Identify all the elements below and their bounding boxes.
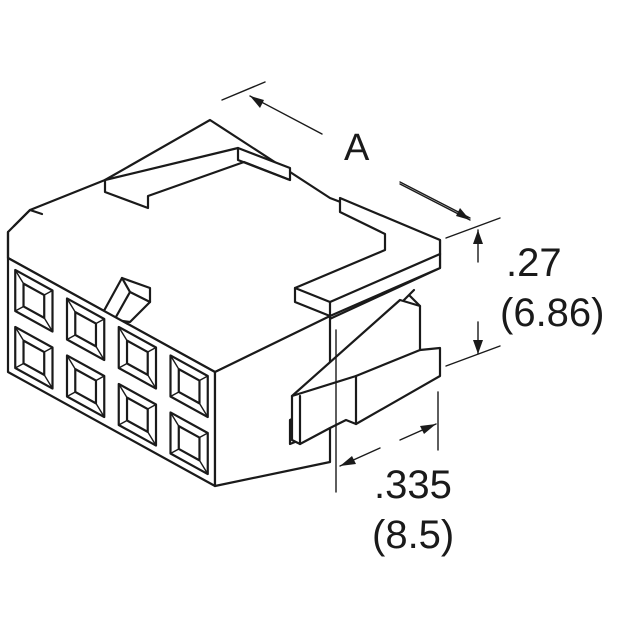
- cavity-grid: [14, 268, 209, 476]
- cavity-chamfer-edge: [169, 448, 180, 455]
- cavity-chamfer-edge: [198, 402, 209, 418]
- locking-latch: [290, 288, 442, 446]
- cavity-chamfer-edge: [118, 419, 128, 426]
- cavity-chamfer-edge: [14, 269, 25, 285]
- cavity-chamfer-edge: [95, 345, 105, 361]
- cavity-chamfer-edge: [118, 362, 128, 369]
- cavity-chamfer-edge: [43, 317, 54, 333]
- cavity-chamfer-edge: [147, 431, 157, 447]
- side-tab: [293, 196, 442, 318]
- cavity-chamfer-edge: [95, 375, 105, 382]
- cavity-chamfer-edge: [14, 305, 25, 312]
- cavity-chamfer-edge: [43, 374, 54, 390]
- width-mm-label: (8.5): [372, 513, 454, 557]
- cavity-chamfer-edge: [169, 354, 180, 370]
- cavity-chamfer-edge: [147, 374, 157, 390]
- cavity-chamfer-edge: [118, 326, 128, 342]
- cavity-chamfer-edge: [66, 354, 76, 370]
- cavity-chamfer-edge: [169, 391, 180, 398]
- dimension-a-label: A: [344, 127, 370, 169]
- cavity-chamfer-edge: [147, 346, 157, 353]
- cavity-chamfer-edge: [66, 297, 76, 313]
- cavity-chamfer-edge: [66, 391, 76, 398]
- cavity-chamfer-edge: [95, 402, 105, 418]
- latch-ridge: [103, 146, 292, 210]
- housing-left-edge: [6, 208, 44, 260]
- width-inch-label: .335: [374, 463, 452, 507]
- dimension-height-line: [445, 217, 501, 367]
- cavity-chamfer-edge: [43, 346, 54, 353]
- cavity-chamfer-edge: [66, 334, 76, 341]
- cavity-chamfer-edge: [118, 383, 128, 399]
- cavity-chamfer-edge: [43, 289, 54, 296]
- height-mm-label: (6.86): [500, 291, 605, 335]
- cavity-chamfer-edge: [14, 362, 25, 369]
- cavity-chamfer-edge: [198, 375, 209, 382]
- height-inch-label: .27: [506, 241, 562, 285]
- cavity-chamfer-edge: [147, 403, 157, 410]
- cavity-chamfer-edge: [95, 318, 105, 325]
- cavity-chamfer-edge: [198, 432, 209, 439]
- dimension-a-line: [221, 81, 471, 221]
- cavity-chamfer-edge: [14, 326, 25, 342]
- cavity-chamfer-edge: [198, 459, 209, 475]
- dimension-width-line: [335, 329, 439, 493]
- cavity-chamfer-edge: [169, 411, 180, 427]
